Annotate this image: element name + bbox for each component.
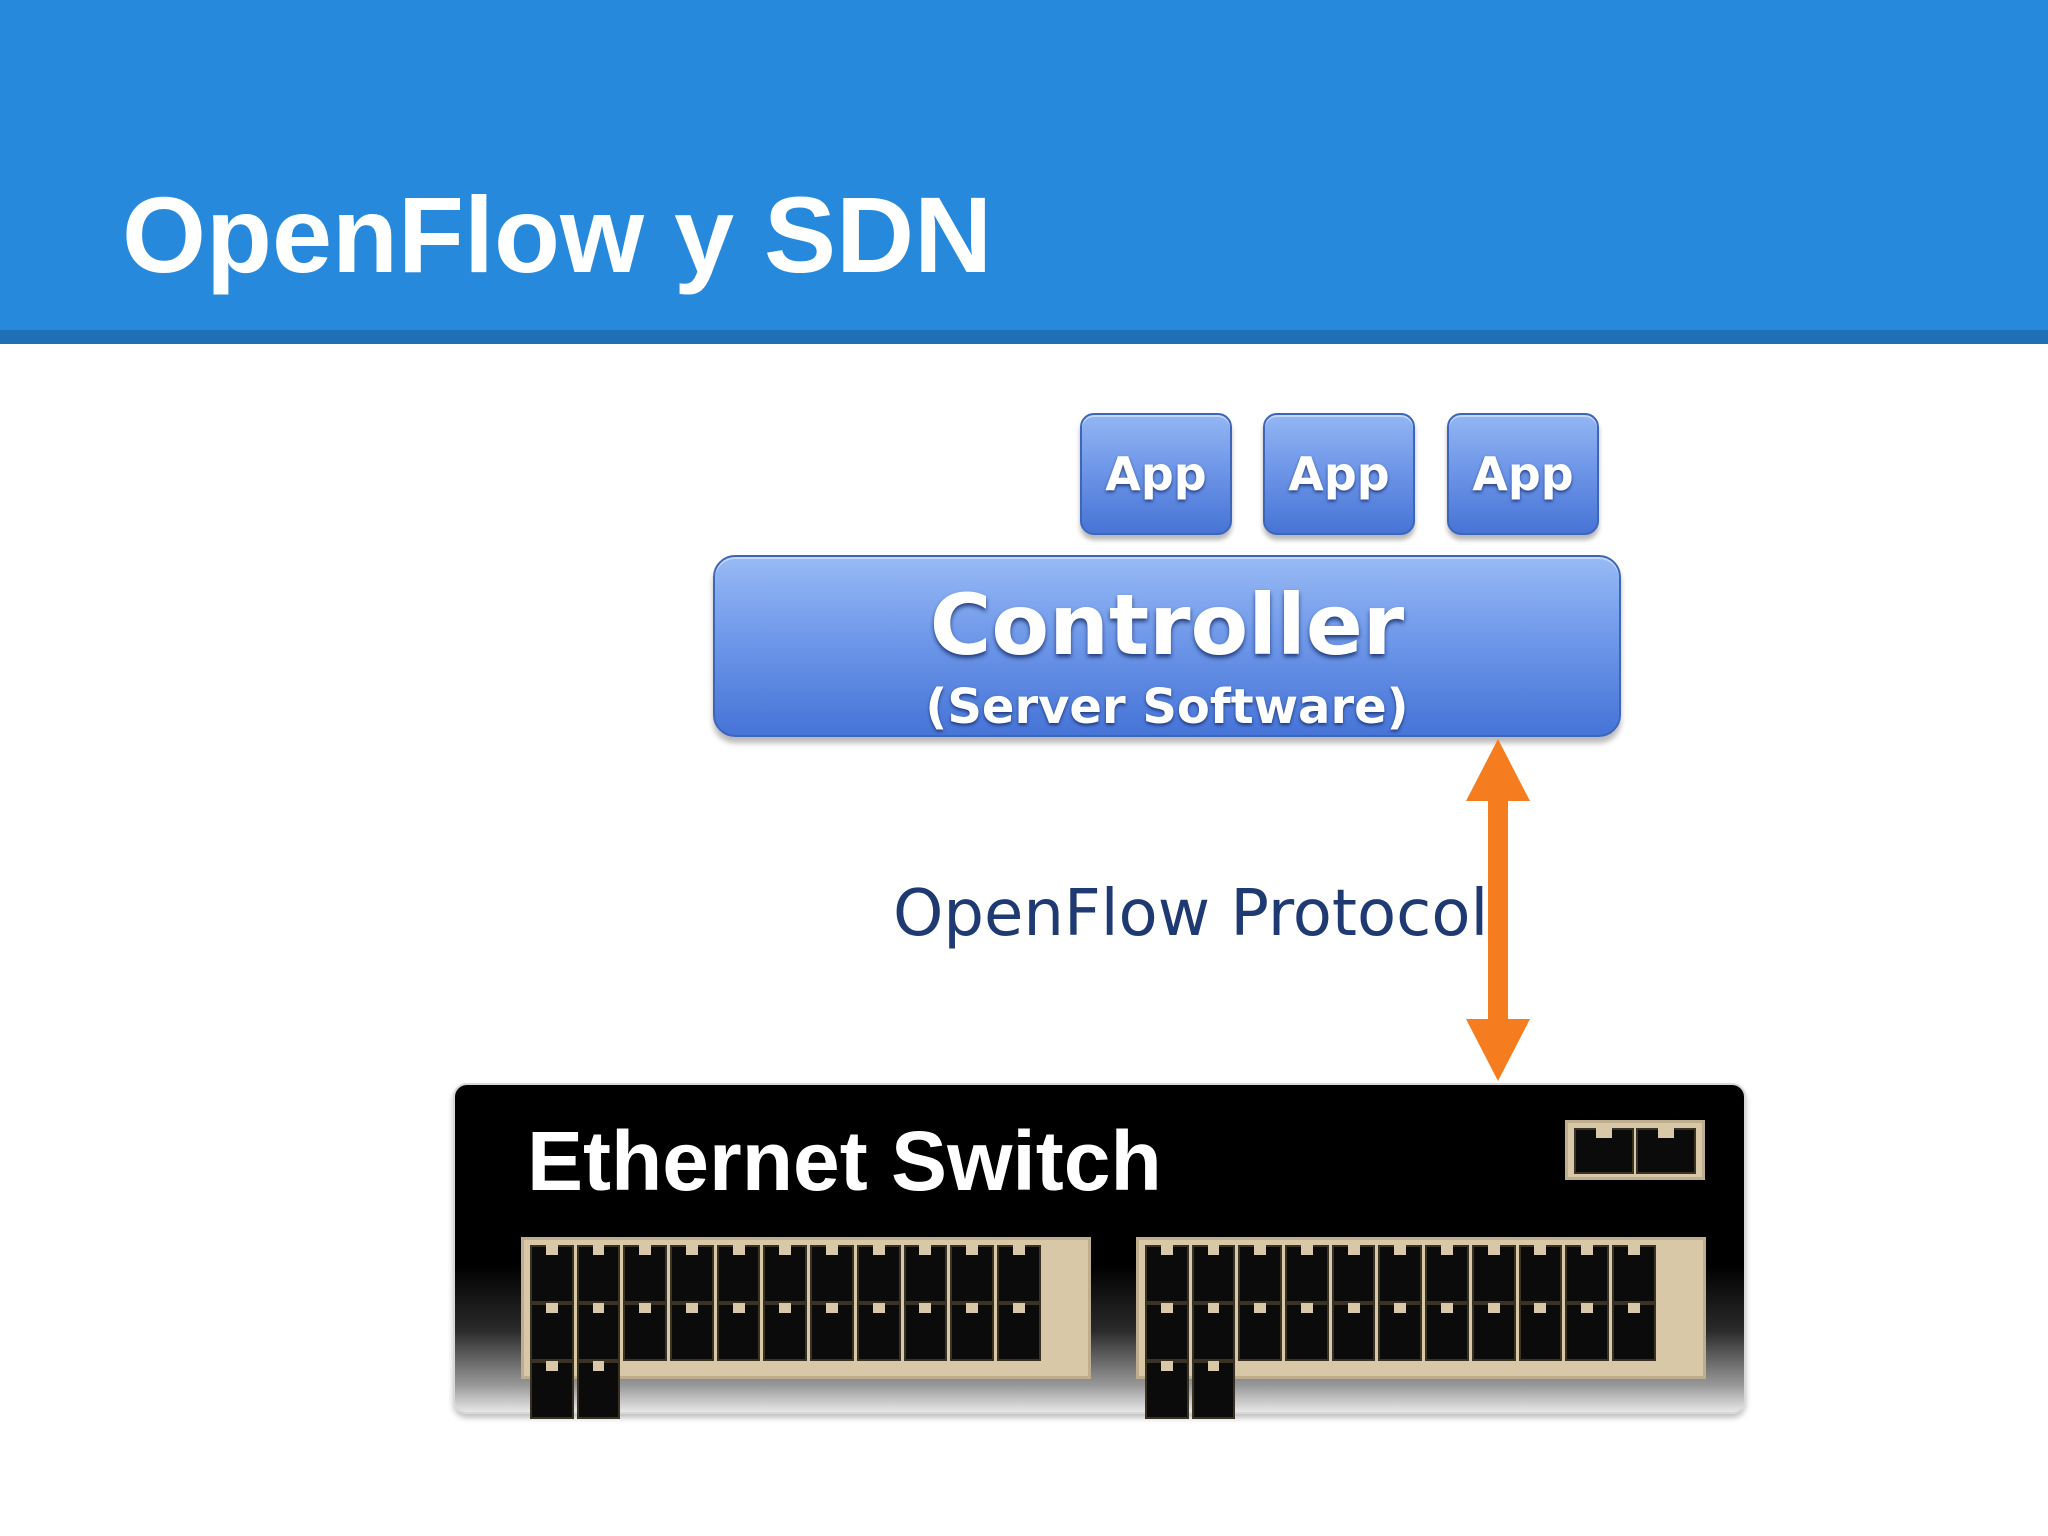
app-box: App	[1080, 413, 1232, 535]
ethernet-port-icon	[530, 1303, 574, 1361]
app-box: App	[1263, 413, 1415, 535]
ethernet-port-icon	[530, 1361, 574, 1419]
openflow-protocol-label: OpenFlow Protocol	[893, 877, 1489, 951]
ethernet-port-icon	[810, 1303, 854, 1361]
controller-subtitle: (Server Software)	[925, 679, 1409, 735]
ethernet-port-icon	[950, 1303, 994, 1361]
ethernet-port-icon	[670, 1245, 714, 1303]
arrow-shaft	[1488, 797, 1508, 1023]
switch-label: Ethernet Switch	[527, 1114, 1162, 1208]
ethernet-port-icon	[950, 1245, 994, 1303]
ethernet-port-icon	[1191, 1245, 1236, 1303]
ethernet-port-icon	[1145, 1361, 1189, 1419]
ethernet-port-icon	[1611, 1303, 1656, 1361]
controller-title: Controller	[929, 576, 1405, 674]
ethernet-port-icon	[1425, 1303, 1469, 1361]
ethernet-port-icon	[903, 1245, 948, 1303]
ethernet-port-icon	[903, 1303, 948, 1361]
ethernet-port-icon	[716, 1245, 761, 1303]
ethernet-port-icon	[670, 1303, 714, 1361]
controller-box: Controller (Server Software)	[713, 555, 1621, 737]
ethernet-port-icon	[576, 1361, 621, 1419]
ethernet-port-icon	[1378, 1303, 1423, 1361]
ethernet-port-icon	[1145, 1303, 1189, 1361]
arrow-down-head	[1466, 1019, 1530, 1081]
ethernet-port-icon	[1471, 1245, 1516, 1303]
ethernet-port-icon	[623, 1245, 668, 1303]
ethernet-port-icon	[576, 1245, 621, 1303]
uplink-port-bank	[1565, 1120, 1705, 1180]
ethernet-port-icon	[716, 1303, 761, 1361]
ethernet-port-icon	[623, 1303, 668, 1361]
ethernet-port-icon	[1378, 1245, 1423, 1303]
ethernet-port-icon	[1518, 1245, 1563, 1303]
ethernet-port-icon	[763, 1303, 808, 1361]
port-bank-left	[521, 1237, 1091, 1419]
ethernet-port-icon	[856, 1303, 901, 1361]
ethernet-port-icon	[1191, 1303, 1236, 1361]
app-box: App	[1447, 413, 1599, 535]
ethernet-port-icon	[1238, 1245, 1283, 1303]
ethernet-port-icon	[1636, 1128, 1696, 1174]
bidirectional-arrow-icon	[1466, 739, 1530, 1081]
ethernet-port-icon	[810, 1245, 854, 1303]
ethernet-port-icon	[1471, 1303, 1516, 1361]
ethernet-port-icon	[1574, 1128, 1634, 1174]
ethernet-port-icon	[1285, 1303, 1329, 1361]
ethernet-port-icon	[1565, 1303, 1609, 1361]
ethernet-port-icon	[763, 1245, 808, 1303]
ethernet-port-icon	[1518, 1303, 1563, 1361]
ethernet-port-icon	[1425, 1245, 1469, 1303]
ethernet-port-icon	[1285, 1245, 1329, 1303]
ethernet-port-icon	[996, 1303, 1041, 1361]
ethernet-port-icon	[996, 1245, 1041, 1303]
ethernet-port-icon	[1145, 1245, 1189, 1303]
ethernet-port-icon	[1191, 1361, 1236, 1419]
ethernet-port-icon	[1331, 1303, 1376, 1361]
ethernet-port-icon	[856, 1245, 901, 1303]
ethernet-port-icon	[530, 1245, 574, 1303]
ethernet-port-icon	[576, 1303, 621, 1361]
slide-header: OpenFlow y SDN	[0, 0, 2048, 344]
ethernet-port-icon	[1238, 1303, 1283, 1361]
ethernet-port-icon	[1565, 1245, 1609, 1303]
ethernet-switch: Ethernet Switch	[453, 1083, 1746, 1419]
slide-title: OpenFlow y SDN	[122, 174, 993, 295]
ethernet-port-icon	[1331, 1245, 1376, 1303]
arrow-up-head	[1466, 739, 1530, 801]
ethernet-port-icon	[1611, 1245, 1656, 1303]
port-bank-right	[1136, 1237, 1706, 1419]
